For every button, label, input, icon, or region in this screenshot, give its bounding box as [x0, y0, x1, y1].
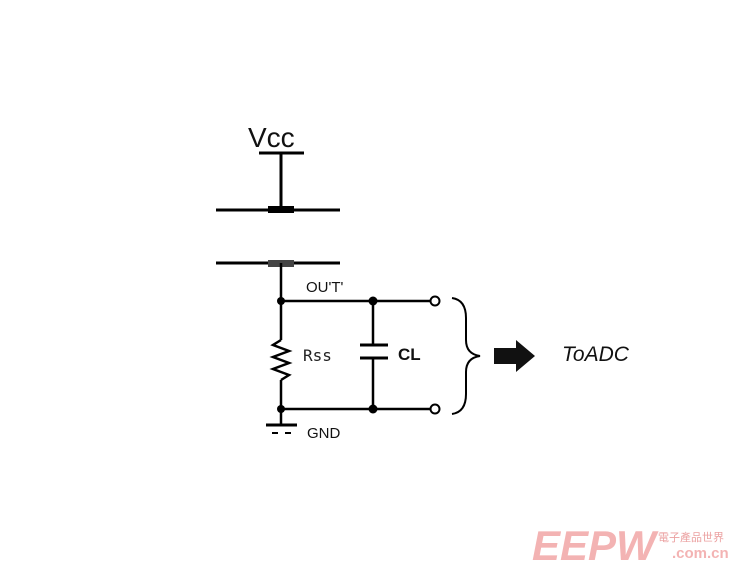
ground-label: GND [307, 425, 341, 442]
resistor-symbol [269, 338, 293, 382]
capacitor-branch [360, 299, 431, 411]
ground-symbol [266, 423, 297, 434]
node-gnd [277, 405, 285, 413]
terminal-top [429, 295, 441, 307]
sensor-plates [216, 206, 340, 267]
destination-label: ToADC [562, 343, 630, 366]
node-cap-top [368, 296, 378, 306]
terminal-bottom [429, 403, 441, 415]
vcc-supply-terminal [259, 151, 304, 210]
resistor-label: Rss [303, 346, 332, 365]
watermark-domain-text: .com.cn [672, 545, 729, 562]
capacitor-label: CL [398, 345, 421, 364]
watermark-chinese-text: 電子產品世界 [658, 530, 724, 544]
node-cap-bottom [368, 404, 378, 414]
node-out [277, 297, 285, 305]
resistor-branch [269, 263, 372, 425]
output-label: OU'T' [306, 279, 344, 296]
arrow-to-adc-icon [494, 340, 535, 372]
curly-brace [451, 297, 481, 415]
vcc-label: Vcc [248, 122, 295, 153]
eepw-watermark-logo: EEPW 電子產品世界 .com.cn [532, 522, 729, 569]
watermark-logo-text: EEPW [532, 522, 659, 569]
